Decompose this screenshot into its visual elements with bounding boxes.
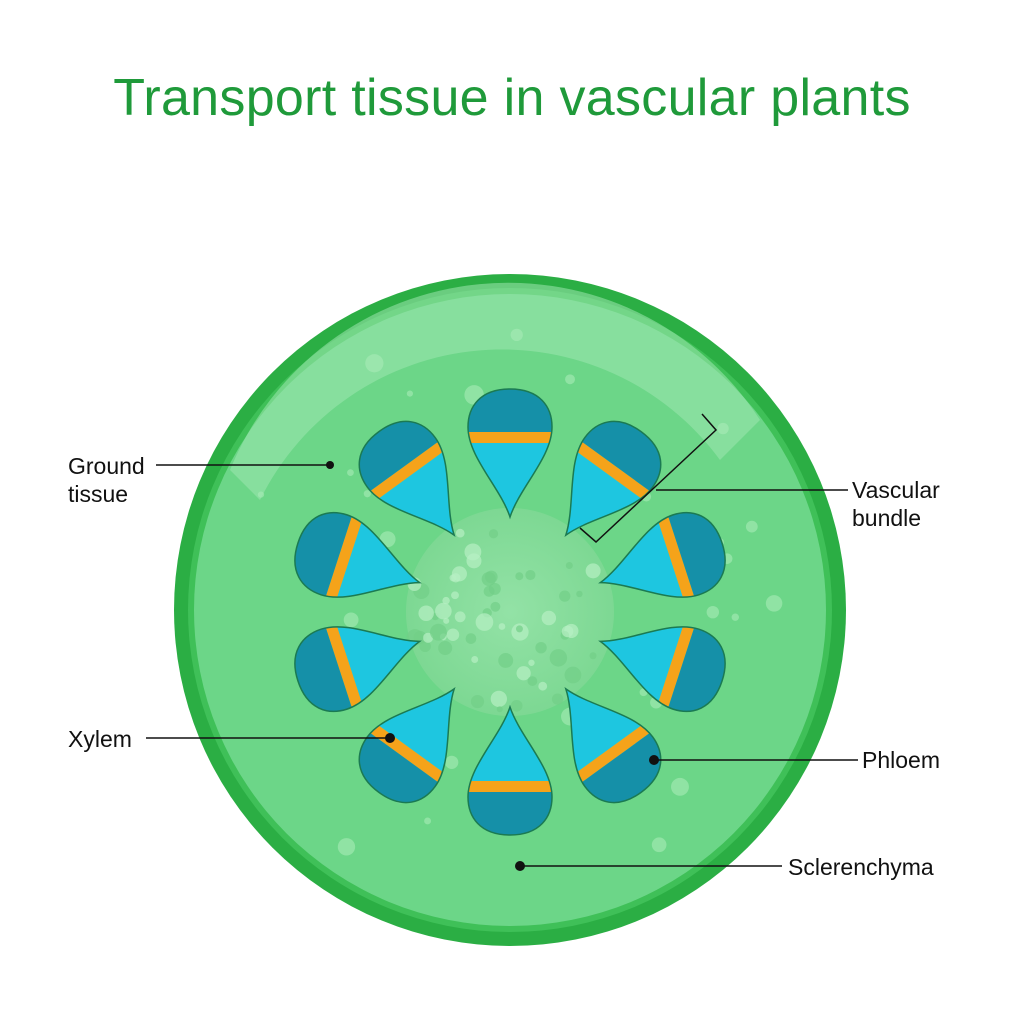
cell-dot bbox=[496, 706, 503, 713]
cambium bbox=[568, 436, 657, 505]
label-ground-tissue: Ground tissue bbox=[68, 452, 145, 508]
cell-dot bbox=[589, 652, 597, 660]
cell-dot bbox=[422, 632, 434, 643]
cell-dot bbox=[424, 817, 432, 825]
cell-dot bbox=[488, 529, 499, 539]
cell-dot bbox=[528, 659, 535, 666]
cell-dot bbox=[455, 528, 465, 538]
label-phloem: Phloem bbox=[862, 747, 940, 773]
cell-dot bbox=[559, 590, 571, 602]
label-vascular-bundle: Vascular bundle bbox=[852, 476, 940, 532]
label-sclerenchyma: Sclerenchyma bbox=[788, 854, 934, 880]
cell-dot bbox=[498, 623, 506, 630]
cell-dot bbox=[585, 563, 601, 579]
bundle-outline bbox=[294, 511, 422, 598]
cell-dot bbox=[551, 693, 564, 705]
cell-dot bbox=[510, 328, 523, 342]
cell-dot bbox=[541, 610, 557, 626]
ground-tissue-marker bbox=[326, 461, 334, 469]
cell-dot bbox=[365, 354, 384, 373]
cell-dot bbox=[363, 490, 371, 498]
bundle-outline bbox=[467, 388, 553, 520]
cell-dot bbox=[561, 625, 574, 638]
cell-dot bbox=[343, 612, 359, 628]
bundle-outline bbox=[598, 626, 726, 713]
label-ground-tissue-line2: tissue bbox=[68, 481, 129, 507]
cambium bbox=[323, 616, 365, 716]
cell-dot bbox=[576, 590, 583, 598]
cell-dot bbox=[651, 837, 667, 853]
bundle-outline bbox=[358, 686, 456, 804]
cell-dot bbox=[257, 491, 265, 498]
cell-dot bbox=[525, 569, 536, 581]
cell-dot bbox=[706, 605, 720, 619]
cell-dot bbox=[418, 605, 434, 621]
cell-dot bbox=[565, 561, 573, 569]
cell-dot bbox=[471, 656, 479, 663]
cell-dot bbox=[538, 681, 548, 691]
cell-dot bbox=[442, 596, 450, 605]
label-xylem: Xylem bbox=[68, 726, 132, 752]
cell-dot bbox=[481, 571, 496, 587]
cell-dot bbox=[564, 666, 582, 684]
bundle-outline bbox=[467, 704, 553, 836]
cell-dot bbox=[549, 649, 568, 667]
cambium bbox=[468, 781, 552, 792]
parenchyma-cells bbox=[257, 328, 783, 856]
cell-dot bbox=[435, 602, 452, 620]
cell-dot bbox=[516, 666, 531, 681]
cell-dot bbox=[445, 755, 459, 769]
cambium bbox=[568, 719, 657, 788]
cell-dot bbox=[498, 653, 514, 668]
cell-dot bbox=[535, 641, 547, 654]
cell-dot bbox=[438, 641, 453, 656]
bundle-outline bbox=[564, 420, 662, 538]
cell-dot bbox=[475, 613, 494, 631]
cell-dot bbox=[565, 374, 575, 385]
cell-dot bbox=[671, 777, 689, 796]
bundle-outline bbox=[598, 511, 726, 598]
cell-dot bbox=[510, 699, 523, 712]
diagram-title: Transport tissue in vascular plants bbox=[113, 69, 911, 127]
vascular-bundle-bracket bbox=[579, 413, 718, 544]
cortex-highlight bbox=[230, 282, 760, 500]
cell-dot bbox=[430, 623, 447, 641]
cell-dot bbox=[446, 628, 460, 642]
cell-dot bbox=[347, 469, 354, 476]
cell-dot bbox=[765, 595, 783, 612]
cell-dot bbox=[483, 585, 495, 597]
cell-dot bbox=[527, 676, 538, 686]
label-vascular-bundle-line2: bundle bbox=[852, 505, 922, 531]
cell-dot bbox=[490, 601, 501, 612]
cell-dot bbox=[470, 694, 485, 709]
label-ground-tissue-line1: Ground bbox=[68, 453, 145, 479]
label-vascular-bundle-line1: Vascular bbox=[852, 477, 940, 503]
cell-dot bbox=[454, 611, 466, 623]
cell-dot bbox=[515, 625, 523, 633]
phloem-marker bbox=[649, 755, 659, 765]
bundle-outline bbox=[564, 686, 662, 804]
cambium bbox=[468, 432, 552, 443]
cell-dot bbox=[731, 613, 739, 621]
cell-dot bbox=[443, 617, 450, 624]
cell-dot bbox=[466, 553, 482, 569]
cell-dot bbox=[745, 520, 758, 533]
xylem-marker bbox=[385, 733, 395, 743]
cell-dot bbox=[465, 633, 477, 644]
cell-dot bbox=[337, 838, 356, 856]
cambium bbox=[363, 436, 452, 505]
cell-dot bbox=[449, 574, 457, 582]
bundle-outline bbox=[358, 420, 456, 538]
bundle-outline bbox=[294, 626, 422, 713]
cell-dot bbox=[717, 422, 729, 435]
cambium bbox=[655, 616, 697, 716]
cell-dot bbox=[451, 591, 459, 600]
cell-dot bbox=[515, 572, 524, 581]
sclerenchyma-marker bbox=[515, 861, 525, 871]
cell-dot bbox=[406, 390, 413, 397]
cambium bbox=[655, 508, 697, 608]
cambium bbox=[323, 508, 365, 608]
cell-dot bbox=[490, 690, 507, 707]
